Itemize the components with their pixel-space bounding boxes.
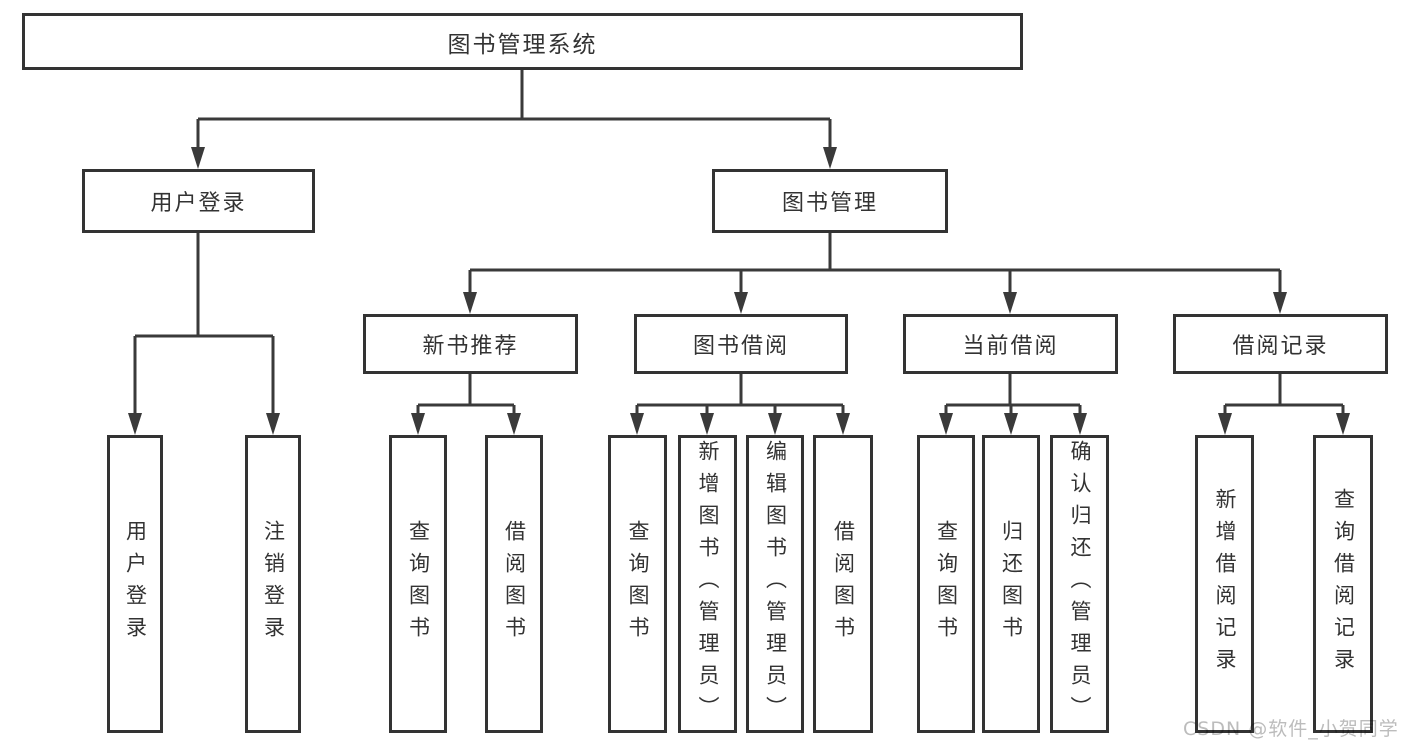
- arrowhead: [768, 413, 782, 435]
- arrowhead: [823, 147, 837, 169]
- arrowhead: [630, 413, 644, 435]
- edges-borrowing-records-to-leaves: [1218, 374, 1350, 435]
- node-current-borrowing: 当前借阅: [903, 314, 1118, 374]
- leaf-query-books-1: 查询图书: [389, 435, 447, 733]
- leaf-return-books: 归还图书: [982, 435, 1040, 733]
- arrowhead: [1004, 413, 1018, 435]
- leaf-add-borrow-record: 新增借阅记录: [1195, 435, 1254, 733]
- node-user-login: 用户登录: [82, 169, 315, 233]
- node-new-book-recommendation: 新书推荐: [363, 314, 578, 374]
- leaf-add-book-admin: 新增图书（管理员）: [678, 435, 737, 733]
- leaf-query-books-2: 查询图书: [608, 435, 667, 733]
- csdn-watermark: CSDN @软件_小贺同学: [1183, 718, 1399, 740]
- node-borrowing-records: 借阅记录: [1173, 314, 1388, 374]
- leaf-query-borrow-record: 查询借阅记录: [1313, 435, 1373, 733]
- arrowhead: [411, 413, 425, 435]
- arrowhead: [700, 413, 714, 435]
- leaf-user-login: 用户登录: [107, 435, 163, 733]
- node-library-system: 图书管理系统: [22, 13, 1023, 70]
- edges-current-borrowing-to-leaves: [939, 374, 1087, 435]
- edges-new-book-recommendation-to-leaves: [411, 374, 521, 435]
- edges-book-management-to-level3: [463, 233, 1287, 314]
- leaf-confirm-return-admin: 确认归还（管理员）: [1050, 435, 1109, 733]
- edges-user-login-to-leaves: [128, 233, 280, 435]
- node-book-management: 图书管理: [712, 169, 948, 233]
- leaf-edit-book-admin: 编辑图书（管理员）: [746, 435, 804, 733]
- arrowhead: [507, 413, 521, 435]
- edges-root-to-level2: [191, 70, 837, 169]
- arrowhead: [463, 292, 477, 314]
- arrowhead: [1218, 413, 1232, 435]
- leaf-query-books-3: 查询图书: [917, 435, 975, 733]
- arrowhead: [734, 292, 748, 314]
- arrowhead: [939, 413, 953, 435]
- arrowhead: [128, 413, 142, 435]
- arrowhead: [1003, 292, 1017, 314]
- arrowhead: [1336, 413, 1350, 435]
- arrowhead: [1273, 292, 1287, 314]
- arrowhead: [836, 413, 850, 435]
- edges-book-borrowing-to-leaves: [630, 374, 850, 435]
- leaf-logout-login: 注销登录: [245, 435, 301, 733]
- arrowhead: [1073, 413, 1087, 435]
- leaf-borrow-books-2: 借阅图书: [813, 435, 873, 733]
- node-book-borrowing: 图书借阅: [634, 314, 848, 374]
- arrowhead: [266, 413, 280, 435]
- arrowhead: [191, 147, 205, 169]
- leaf-borrow-books-1: 借阅图书: [485, 435, 543, 733]
